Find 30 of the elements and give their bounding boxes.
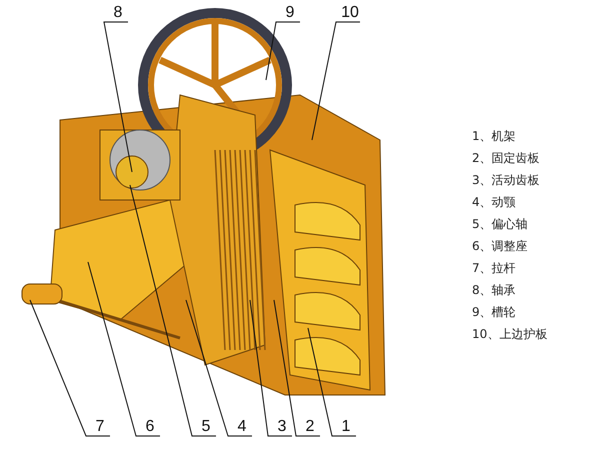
callout-number: 9	[278, 4, 302, 22]
leader-line	[274, 300, 320, 436]
callout-number: 4	[230, 418, 254, 436]
part-name: 8、轴承	[472, 282, 517, 298]
part-name: 2、固定齿板	[472, 150, 541, 166]
callout-number: 10	[338, 4, 362, 22]
leader-line	[30, 300, 110, 436]
part-name: 6、调整座	[472, 238, 529, 254]
callout-number: 8	[106, 4, 130, 22]
part-name: 1、机架	[472, 128, 517, 144]
leader-line	[308, 328, 356, 436]
callout-number: 3	[270, 418, 294, 436]
part-name: 10、上边护板	[472, 326, 548, 342]
part-name: 4、动颚	[472, 194, 517, 210]
leader-line	[266, 22, 300, 80]
leader-line	[130, 184, 216, 436]
leader-line	[103, 22, 132, 172]
part-name: 5、偏心轴	[472, 216, 529, 232]
leader-line	[312, 22, 360, 140]
leader-line	[250, 300, 292, 436]
leader-line	[88, 262, 160, 436]
callout-number: 5	[194, 418, 218, 436]
callout-number: 1	[334, 418, 358, 436]
part-name: 7、拉杆	[472, 260, 517, 276]
part-name: 9、槽轮	[472, 304, 517, 320]
callout-number: 7	[88, 418, 112, 436]
callout-number: 2	[298, 418, 322, 436]
leader-line	[186, 300, 252, 436]
part-name: 3、活动齿板	[472, 172, 541, 188]
callout-number: 6	[138, 418, 162, 436]
